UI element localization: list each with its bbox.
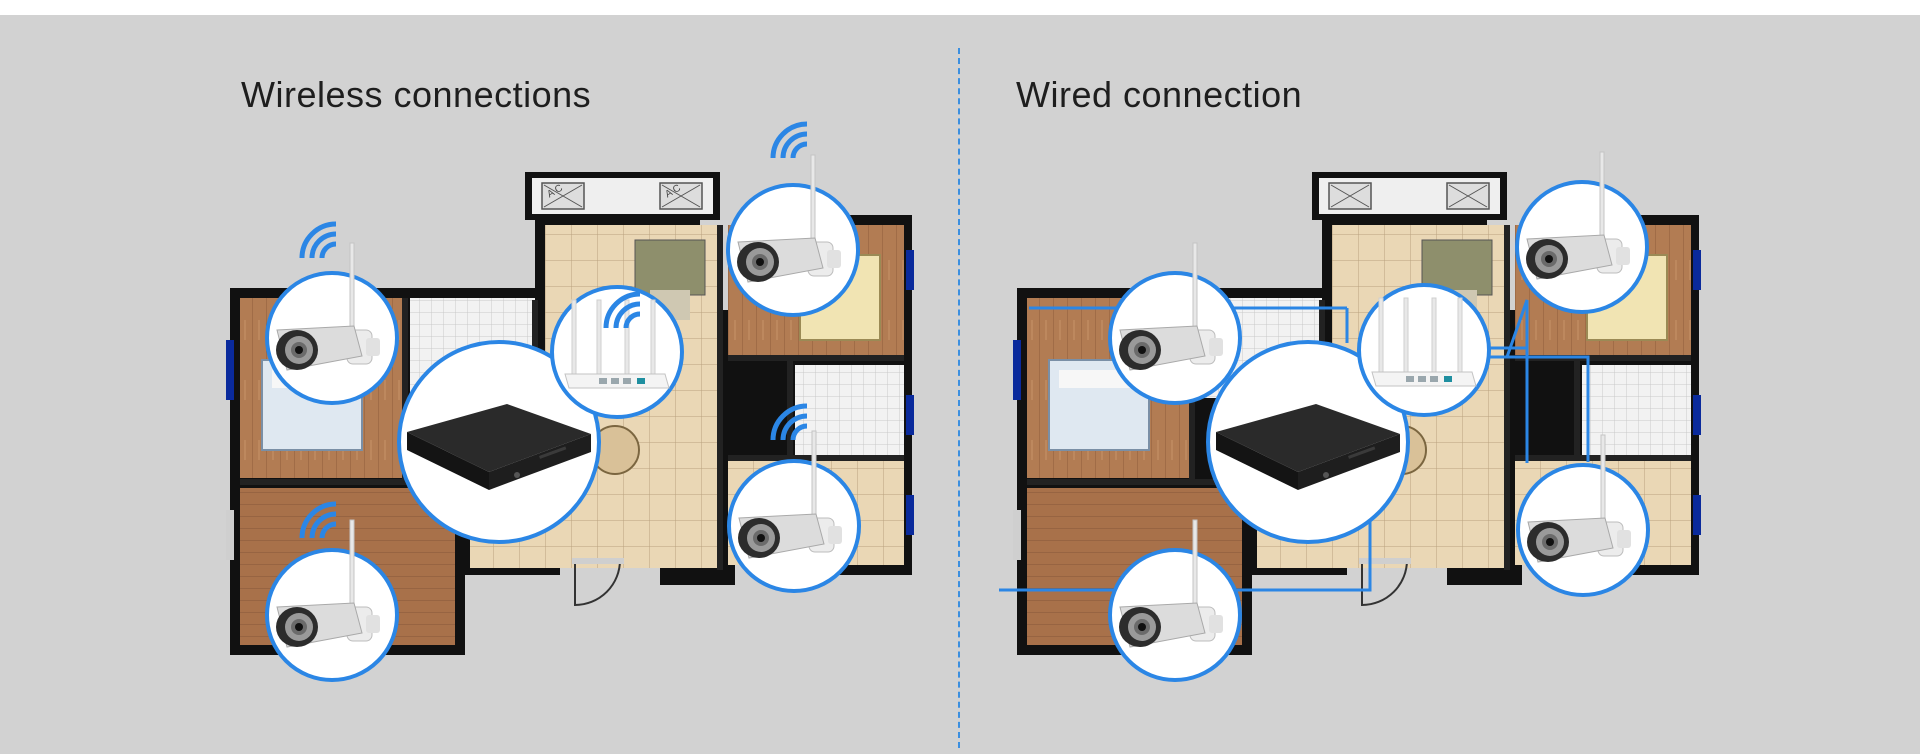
wifi-signal-icon <box>773 124 807 158</box>
wireless-diagram <box>226 124 914 682</box>
router-icon <box>1357 283 1491 417</box>
wifi-signal-icon <box>302 224 336 258</box>
bullet-camera-icon <box>265 241 399 405</box>
wireless-title: Wireless connections <box>241 74 592 115</box>
top-band <box>0 0 1920 15</box>
router-icon <box>550 285 684 419</box>
bullet-camera-icon <box>1108 241 1242 405</box>
panel-divider <box>958 48 960 748</box>
bullet-camera-icon <box>1515 150 1649 314</box>
bullet-camera-icon <box>726 153 860 317</box>
wired-diagram <box>999 150 1701 682</box>
wired-title: Wired connection <box>1016 74 1303 115</box>
